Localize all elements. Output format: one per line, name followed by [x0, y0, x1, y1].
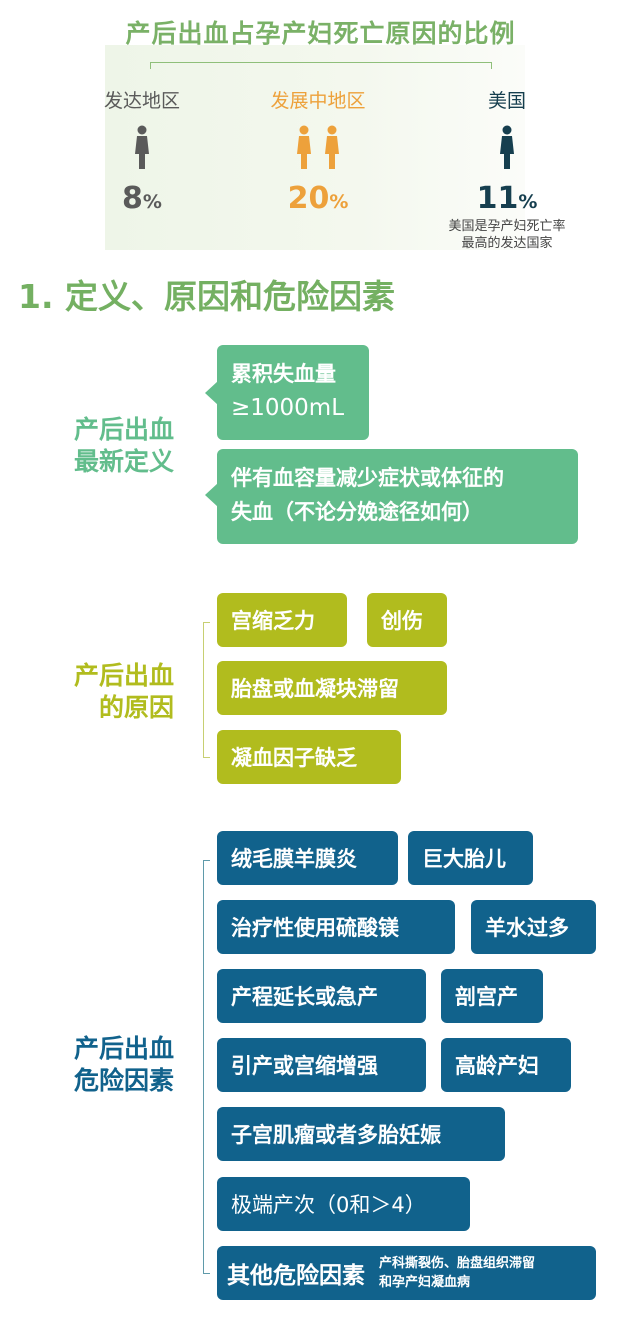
- region-label: 发达地区: [103, 90, 180, 112]
- risk-item: 产程延长或急产: [217, 969, 426, 1023]
- stats-title: 产后出血占孕产妇死亡原因的比例: [125, 19, 516, 48]
- causes-label: 产后出血的原因: [73, 661, 174, 722]
- region-label: 美国: [487, 90, 526, 112]
- stat-value: 20%: [287, 181, 349, 216]
- stat-value: 11%: [476, 181, 538, 216]
- woman-figure-icon: [228, 125, 408, 171]
- risk-item: 巨大胎儿: [408, 831, 533, 885]
- risks-bracket: [203, 860, 210, 1274]
- stat-developed: 发达地区 8%: [52, 86, 232, 216]
- risk-item-other: 其他危险因素 产科撕裂伤、胎盘组织滞留和孕产妇凝血病: [217, 1246, 596, 1300]
- risk-item: 引产或宫缩增强: [217, 1038, 426, 1092]
- risk-item: 剖宫产: [441, 969, 543, 1023]
- definition-item: 伴有血容量减少症状或体征的失血（不论分娩途径如何）: [205, 449, 578, 544]
- other-risk-detail: 产科撕裂伤、胎盘组织滞留和孕产妇凝血病: [379, 1256, 536, 1290]
- risks-label: 产后出血危险因素: [73, 1034, 174, 1095]
- woman-figure-icon: [52, 125, 232, 171]
- cause-item: 宫缩乏力: [217, 593, 347, 647]
- woman-figure-icon: [417, 125, 597, 171]
- cause-item: 创伤: [367, 593, 447, 647]
- stat-developing: 发展中地区 20%: [228, 86, 408, 216]
- stat-usa: 美国 11% 美国是孕产妇死亡率最高的发达国家: [417, 86, 597, 252]
- stats-background: [105, 45, 525, 250]
- risk-item: 治疗性使用硫酸镁: [217, 900, 455, 954]
- causes-bracket: [203, 622, 210, 758]
- cause-item: 凝血因子缺乏: [217, 730, 401, 784]
- risk-item: 子宫肌瘤或者多胎妊娠: [217, 1107, 505, 1161]
- stat-note: 美国是孕产妇死亡率最高的发达国家: [448, 219, 566, 251]
- section-title: 1. 定义、原因和危险因素: [18, 277, 395, 316]
- definition-item: 累积失血量≥1000mL: [205, 345, 369, 440]
- definition-label: 产后出血最新定义: [73, 415, 174, 476]
- stats-brace: [150, 62, 492, 69]
- cause-item: 胎盘或血凝块滞留: [217, 661, 447, 715]
- other-risk-label: 其他危险因素: [227, 1263, 365, 1289]
- risk-item: 绒毛膜羊膜炎: [217, 831, 398, 885]
- risk-item: 羊水过多: [471, 900, 596, 954]
- region-label: 发展中地区: [270, 90, 366, 112]
- risk-item: 极端产次（0和＞4）: [217, 1177, 470, 1231]
- risk-item: 高龄产妇: [441, 1038, 571, 1092]
- stat-value: 8%: [122, 181, 162, 216]
